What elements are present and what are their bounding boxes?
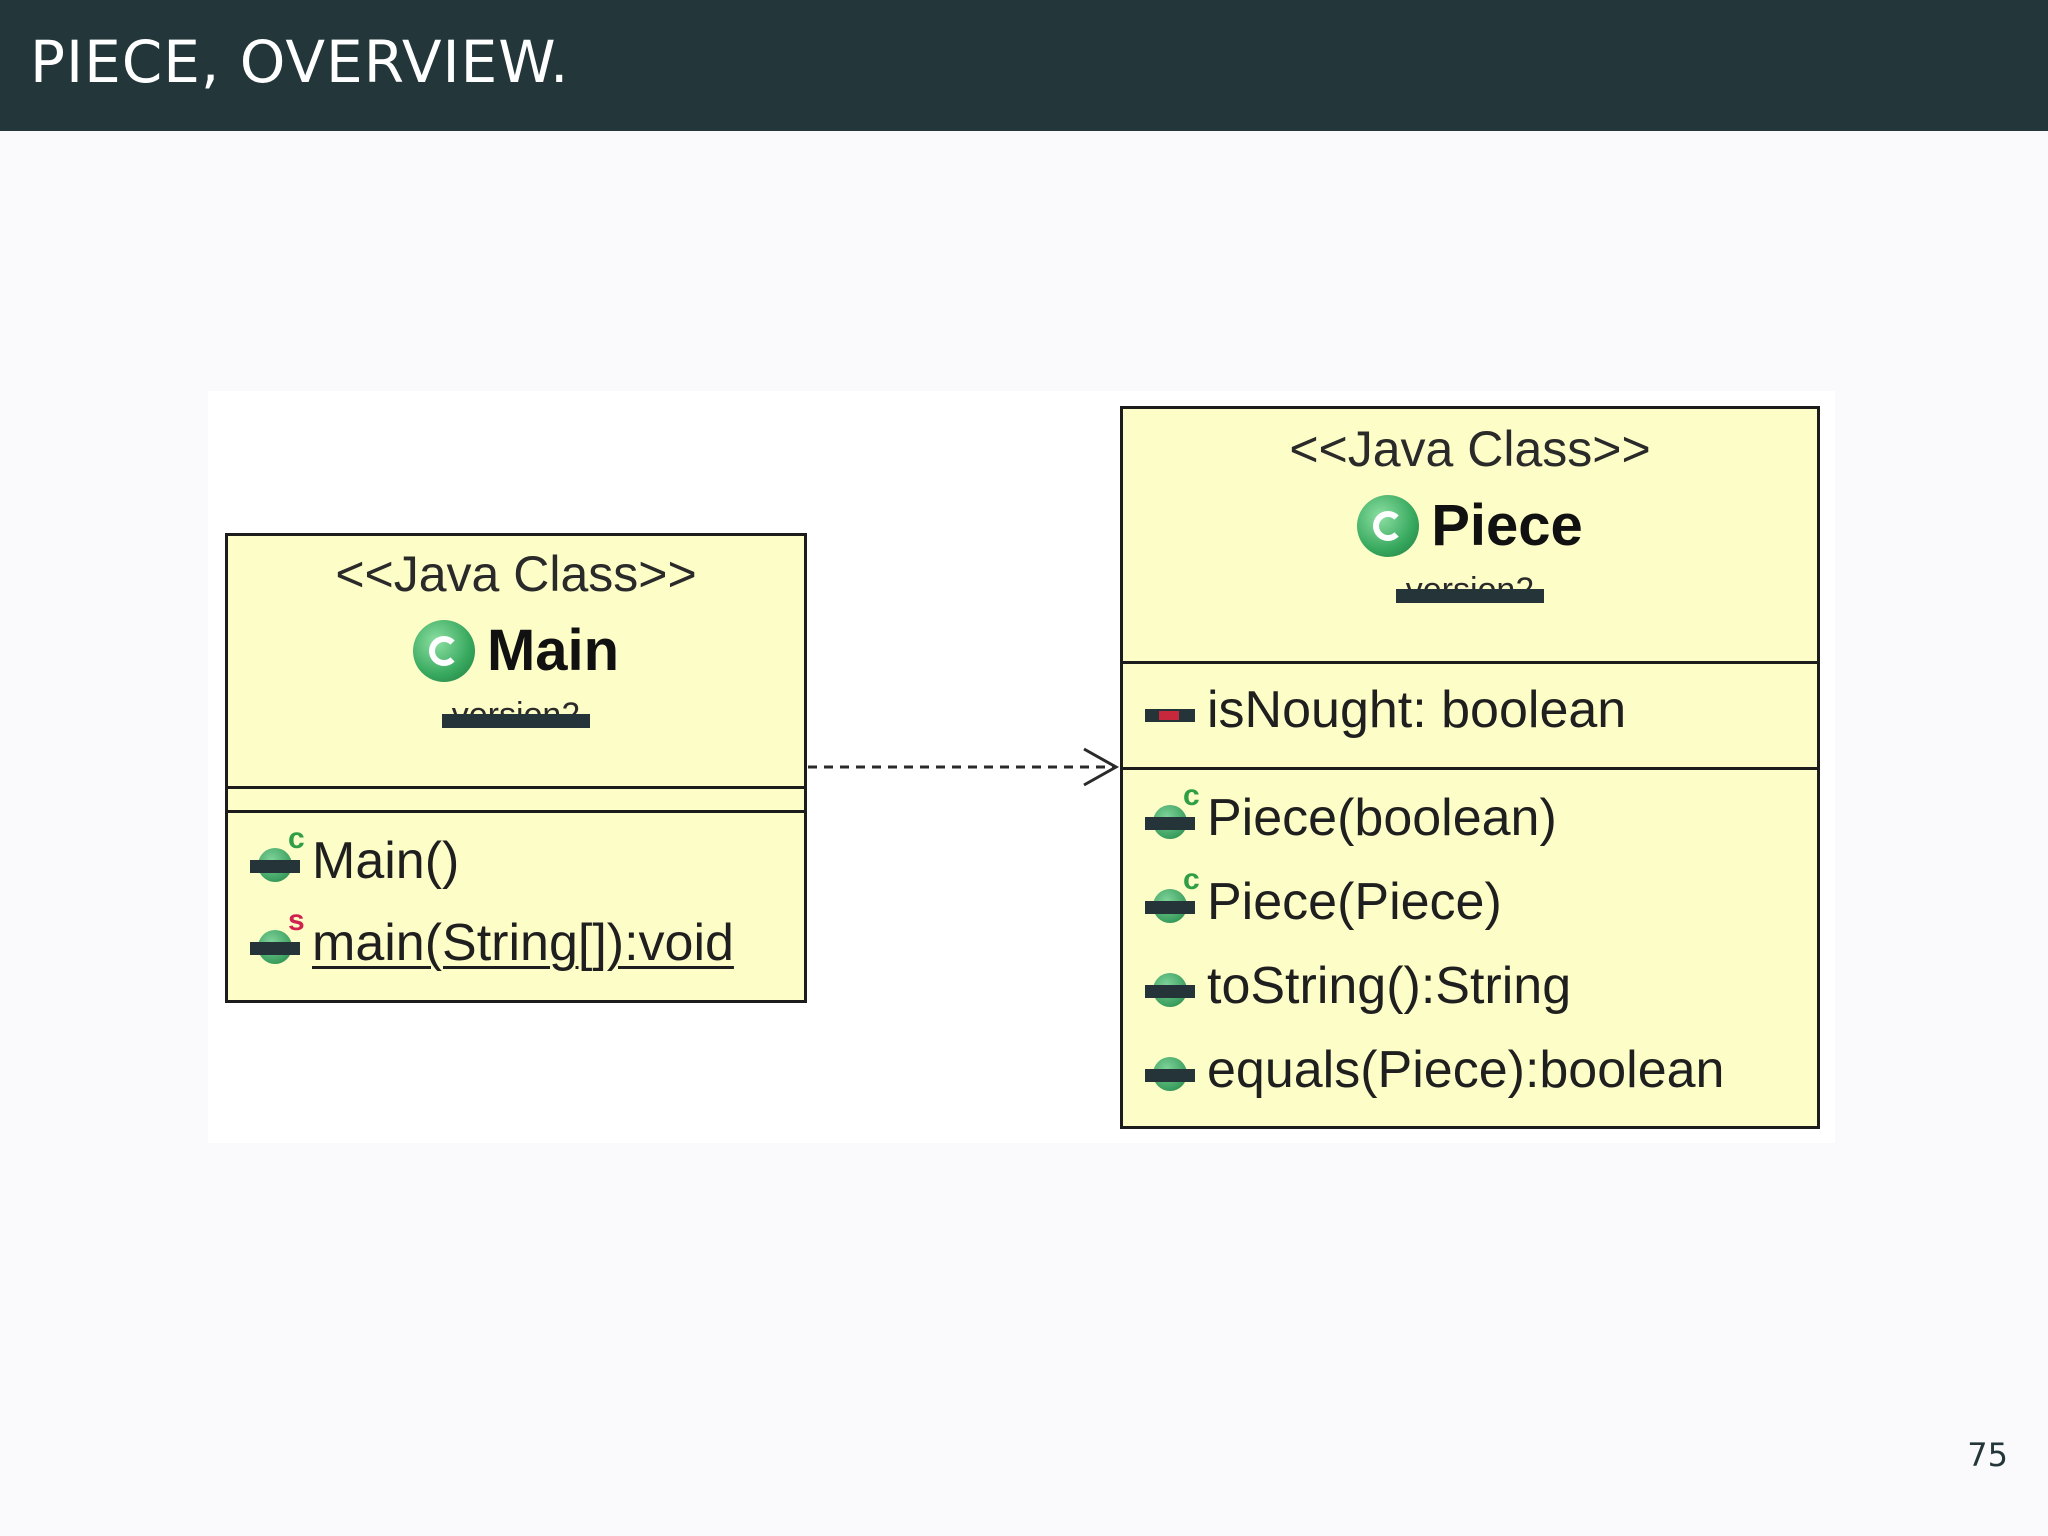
class-c-icon xyxy=(1357,495,1420,557)
compartment-divider xyxy=(228,786,804,789)
class-name-piece: Piece xyxy=(1431,493,1583,558)
class-header-piece: <<Java Class>> Piece version2 xyxy=(1123,421,1817,609)
method-text: Piece(boolean) xyxy=(1207,789,1557,847)
public-method-icon: s xyxy=(250,904,305,968)
constructor-modifier: c xyxy=(1183,863,1200,896)
class-header-main: <<Java Class>> Main version2 xyxy=(228,546,804,734)
public-method-icon: c xyxy=(1145,779,1200,843)
slide-title: PIECE, OVERVIEW. xyxy=(30,28,570,96)
method-text: toString():String xyxy=(1207,957,1572,1015)
method-row: s main(String[]):void xyxy=(250,904,734,978)
class-box-piece: <<Java Class>> Piece version2 isNought: … xyxy=(1120,406,1820,1129)
method-row: c Piece(Piece) xyxy=(1145,863,1502,937)
field-row: isNought: boolean xyxy=(1145,675,1626,745)
public-method-icon xyxy=(1145,961,1197,1011)
field-text: isNought: boolean xyxy=(1207,681,1627,739)
static-modifier: s xyxy=(288,904,305,937)
page-number: 75 xyxy=(1967,1436,2008,1474)
class-box-main: <<Java Class>> Main version2 c Main() s … xyxy=(225,533,807,1003)
open-arrowhead xyxy=(1083,747,1120,787)
constructor-modifier: c xyxy=(1183,779,1200,812)
class-name-main: Main xyxy=(486,618,620,683)
compartment-divider xyxy=(228,810,804,813)
version-label: version2 xyxy=(1395,571,1544,609)
method-row: c Main() xyxy=(250,822,460,896)
stereotype-label: <<Java Class>> xyxy=(1289,421,1651,477)
method-row: c Piece(boolean) xyxy=(1145,779,1557,853)
public-method-icon: c xyxy=(250,822,305,886)
method-text: Piece(Piece) xyxy=(1207,873,1502,931)
method-row: equals(Piece):boolean xyxy=(1145,1035,1724,1105)
compartment-divider xyxy=(1123,661,1817,664)
method-row: toString():String xyxy=(1145,951,1571,1021)
private-field-icon xyxy=(1145,685,1197,735)
compartment-divider xyxy=(1123,767,1817,770)
public-method-icon xyxy=(1145,1045,1197,1095)
public-method-icon: c xyxy=(1145,863,1200,927)
method-text: main(String[]):void xyxy=(312,914,734,972)
method-text: equals(Piece):boolean xyxy=(1207,1041,1725,1099)
class-c-icon xyxy=(412,620,475,682)
slide-header: PIECE, OVERVIEW. xyxy=(0,0,2048,131)
constructor-modifier: c xyxy=(288,822,305,855)
stereotype-label: <<Java Class>> xyxy=(335,546,697,602)
method-text: Main() xyxy=(312,832,460,890)
version-label: version2 xyxy=(441,696,590,734)
